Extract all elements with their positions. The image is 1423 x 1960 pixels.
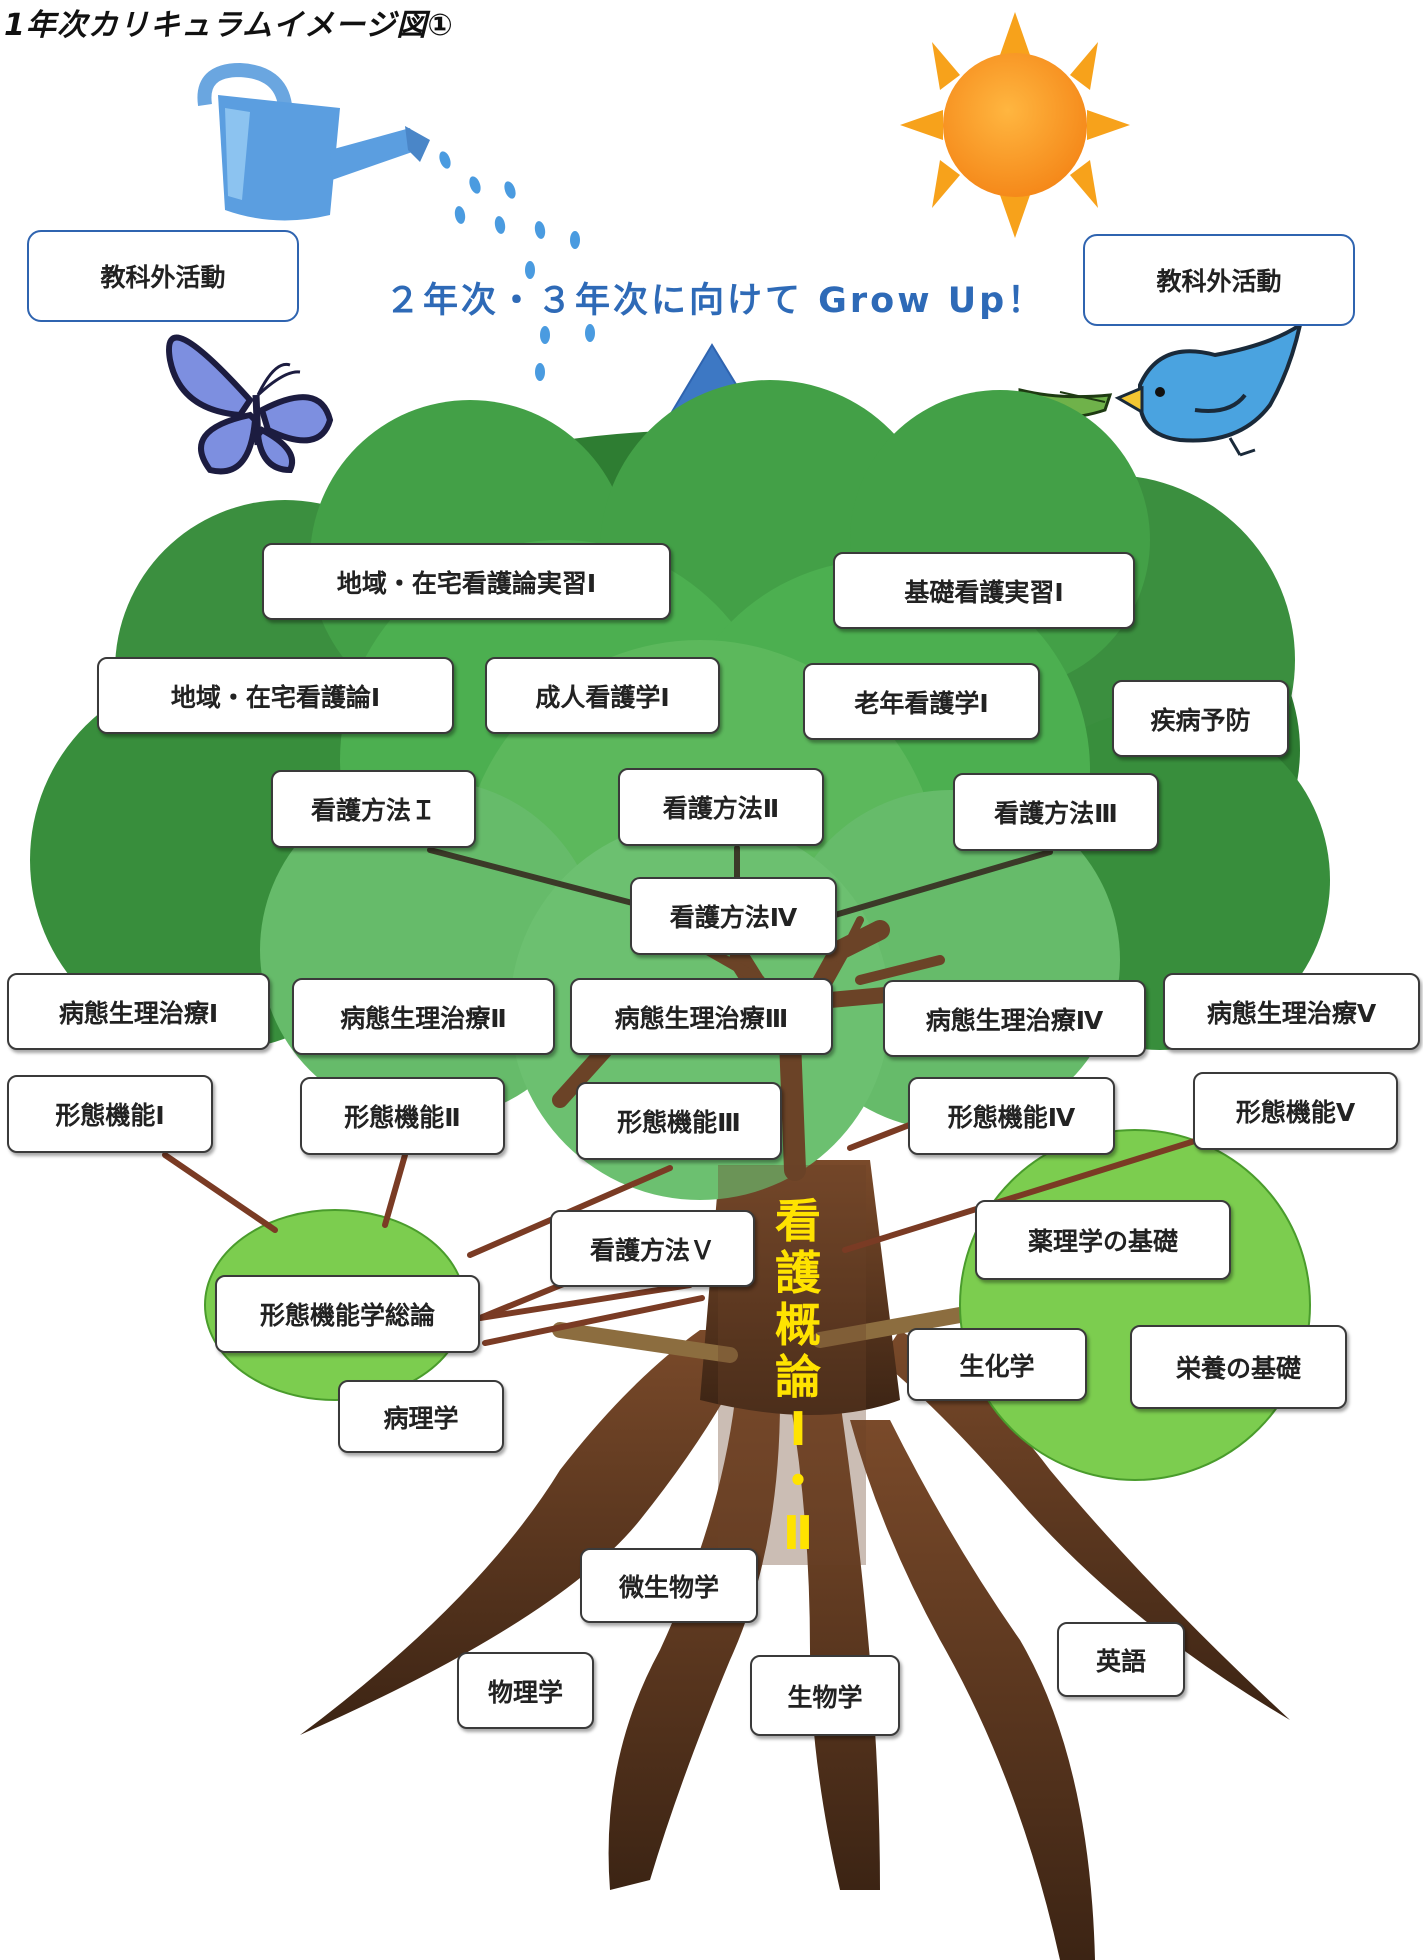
course-methods-5: 看護方法Ｖ bbox=[550, 1210, 755, 1287]
course-morph-2: 形態機能Ⅱ bbox=[300, 1077, 505, 1155]
course-nutrition: 栄養の基礎 bbox=[1130, 1325, 1347, 1409]
course-methods-2: 看護方法Ⅱ bbox=[618, 768, 824, 846]
trunk-label-char: ・ bbox=[775, 1454, 821, 1508]
extracurricular-right-box: 教科外活動 bbox=[1083, 234, 1355, 326]
course-morph-3: 形態機能Ⅲ bbox=[576, 1082, 782, 1160]
course-physics: 物理学 bbox=[457, 1652, 594, 1729]
course-patho-3: 病態生理治療Ⅲ bbox=[570, 978, 833, 1055]
page-title: 1年次カリキュラムイメージ図① bbox=[4, 8, 454, 43]
methods-connectors bbox=[427, 845, 1053, 918]
course-community-practicum: 地域・在宅看護論実習Ⅰ bbox=[262, 543, 671, 620]
grow-up-banner: ２年次・３年次に向けて Grow Up！ bbox=[385, 281, 1046, 321]
watering-can-icon bbox=[197, 62, 430, 221]
course-methods-1: 看護方法Ｉ bbox=[271, 770, 476, 848]
course-disease-prevention: 疾病予防 bbox=[1112, 680, 1289, 757]
course-fundamental-practicum: 基礎看護実習Ⅰ bbox=[833, 552, 1135, 629]
course-patho-1: 病態生理治療Ⅰ bbox=[7, 973, 270, 1050]
course-morph-5: 形態機能Ⅴ bbox=[1193, 1072, 1398, 1150]
course-patho-4: 病態生理治療Ⅳ bbox=[883, 980, 1146, 1057]
butterfly-icon bbox=[166, 334, 334, 475]
morphology-connectors bbox=[162, 1119, 1201, 1346]
trunk-label-char: 看 bbox=[775, 1194, 821, 1248]
course-morph-4: 形態機能Ⅳ bbox=[908, 1077, 1115, 1155]
course-biology: 生物学 bbox=[750, 1655, 900, 1736]
trunk-label-char: Ⅰ bbox=[789, 1402, 807, 1456]
course-biochemistry: 生化学 bbox=[907, 1328, 1087, 1401]
course-english: 英語 bbox=[1057, 1622, 1185, 1697]
course-methods-3: 看護方法Ⅲ bbox=[953, 773, 1159, 851]
right-cluster-bubble bbox=[959, 1129, 1311, 1481]
course-patho-5: 病態生理治療Ⅴ bbox=[1163, 973, 1420, 1050]
course-microbiology: 微生物学 bbox=[580, 1548, 758, 1623]
course-geriatric-nursing: 老年看護学Ⅰ bbox=[803, 663, 1040, 740]
trunk-label-char: 護 bbox=[775, 1246, 821, 1300]
course-community-nursing: 地域・在宅看護論Ⅰ bbox=[97, 657, 454, 734]
trunk-course-label: 看 護 概 論 Ⅰ ・ Ⅱ bbox=[763, 1195, 833, 1559]
sun-icon bbox=[900, 12, 1130, 238]
course-methods-4: 看護方法Ⅳ bbox=[630, 877, 837, 955]
trunk-label-char: 概 bbox=[775, 1298, 821, 1352]
extracurricular-left-box: 教科外活動 bbox=[27, 230, 299, 322]
course-pathology: 病理学 bbox=[338, 1380, 504, 1453]
trunk-label-char: 論 bbox=[775, 1350, 821, 1404]
water-drops bbox=[439, 151, 595, 381]
bird-icon bbox=[1018, 320, 1304, 457]
course-patho-2: 病態生理治療Ⅱ bbox=[292, 978, 555, 1055]
course-morph-overview: 形態機能学総論 bbox=[215, 1275, 480, 1353]
course-adult-nursing: 成人看護学Ⅰ bbox=[485, 657, 720, 734]
trunk-label-char: Ⅱ bbox=[782, 1506, 814, 1560]
course-pharmacology: 薬理学の基礎 bbox=[975, 1200, 1231, 1280]
course-morph-1: 形態機能Ⅰ bbox=[7, 1075, 213, 1153]
